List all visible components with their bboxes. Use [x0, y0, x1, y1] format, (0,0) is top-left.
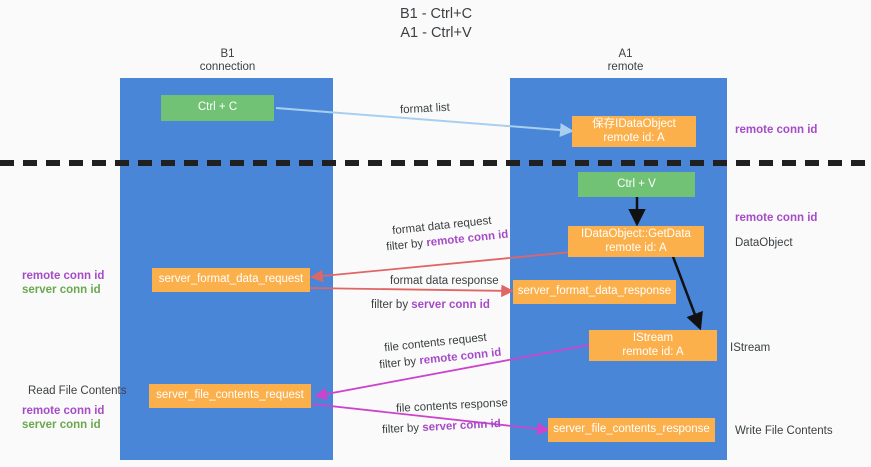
annotation-remote-conn-id-mid-text: remote conn id — [735, 212, 818, 224]
lane-header-a1: A1 remote — [548, 48, 703, 74]
filter-key-server-conn-id: server conn id — [421, 417, 502, 434]
box-server-file-contents-request[interactable]: server_file_contents_request — [149, 384, 311, 408]
annotation-dataobject: DataObject — [735, 236, 793, 250]
annotation-remote-conn-id-mid: remote conn id — [735, 211, 817, 225]
box-istream[interactable]: IStream remote id: A — [589, 330, 717, 361]
box-istream-line-1: IStream — [632, 332, 674, 344]
box-server-format-data-request[interactable]: server_format_data_request — [152, 268, 310, 292]
filter-prefix: filter by — [385, 237, 428, 254]
box-ctrl-v-line-1: Ctrl + V — [617, 177, 656, 190]
edge-label-file-contents-response-text: file contents response — [395, 397, 509, 415]
annotation-server-conn-id-left-bot-text: server conn id — [22, 419, 101, 431]
box-idataobject-getdata-line-1: IDataObject::GetData — [581, 228, 691, 240]
box-ctrl-v[interactable]: Ctrl + V — [578, 172, 695, 197]
box-idataobject-getdata[interactable]: IDataObject::GetData remote id: A — [568, 226, 704, 257]
box-save-idataobject-line-1: 保存IDataObject — [592, 118, 676, 130]
annotation-istream-text: IStream — [730, 342, 771, 354]
diagram-title-line-1: B1 - Ctrl+C — [399, 6, 473, 22]
annotation-remote-conn-id-left-bot-text: remote conn id — [22, 405, 105, 417]
filter-prefix: filter by — [381, 422, 423, 437]
box-server-format-data-response-line-1: server_format_data_response — [517, 285, 672, 298]
diagram-title: B1 - Ctrl+C A1 - Ctrl+V — [336, 5, 536, 43]
annotation-istream: IStream — [730, 341, 770, 355]
annotation-remote-conn-id-left-bot: remote conn id — [22, 404, 104, 418]
lane-header-b1-line-1: B1 — [220, 48, 235, 60]
box-server-format-data-request-line-1: server_format_data_request — [158, 273, 304, 286]
filter-prefix: filter by — [378, 355, 421, 372]
annotation-remote-conn-id-top: remote conn id — [735, 123, 817, 137]
filter-prefix: filter by — [371, 299, 412, 311]
annotation-read-file-contents-text: Read File Contents — [28, 385, 127, 397]
annotation-remote-conn-id-left-mid-text: remote conn id — [22, 270, 105, 282]
box-ctrl-c-line-1: Ctrl + C — [197, 101, 238, 114]
filter-key-server-conn-id: server conn id — [411, 299, 490, 311]
box-server-file-contents-response-line-1: server_file_contents_response — [553, 423, 710, 436]
lane-header-a1-line-2: remote — [607, 61, 644, 73]
box-server-file-contents-response[interactable]: server_file_contents_response — [548, 418, 715, 442]
arrow-format-data-response — [307, 284, 514, 298]
box-server-format-data-response[interactable]: server_format_data_response — [513, 280, 676, 304]
annotation-write-file-contents: Write File Contents — [735, 424, 833, 438]
annotation-remote-conn-id-left-mid: remote conn id — [22, 269, 104, 283]
annotation-read-file-contents: Read File Contents — [28, 384, 126, 398]
edge-label-format-list: format list — [400, 101, 451, 118]
edge-label-format-data-response-text: format data response — [390, 275, 499, 287]
annotation-server-conn-id-left-mid: server conn id — [22, 283, 101, 297]
edge-label-format-data-response: format data response — [390, 274, 499, 288]
box-idataobject-getdata-line-2: remote id: A — [605, 241, 667, 254]
box-istream-line-2: remote id: A — [622, 345, 684, 358]
box-save-idataobject-line-2: remote id: A — [603, 131, 665, 144]
lane-header-a1-line-1: A1 — [618, 48, 633, 60]
edge-label-format-list-text: format list — [399, 101, 451, 117]
annotation-dataobject-text: DataObject — [735, 237, 793, 249]
lane-header-b1-line-2: connection — [199, 61, 256, 73]
annotation-remote-conn-id-top-text: remote conn id — [735, 124, 818, 136]
diagram-title-line-2: A1 - Ctrl+V — [400, 25, 472, 41]
annotation-server-conn-id-left-mid-text: server conn id — [22, 284, 101, 296]
annotation-server-conn-id-left-bot: server conn id — [22, 418, 101, 432]
edge-label-file-contents-response-filter: filter by server conn id — [382, 417, 501, 437]
lane-header-b1: B1 connection — [150, 48, 305, 74]
annotation-write-file-contents-text: Write File Contents — [735, 425, 833, 437]
edge-label-format-data-response-filter: filter by server conn id — [371, 298, 490, 312]
box-save-idataobject[interactable]: 保存IDataObject remote id: A — [572, 116, 696, 147]
box-server-file-contents-request-line-1: server_file_contents_request — [156, 389, 304, 402]
edge-label-file-contents-response: file contents response — [396, 396, 508, 416]
box-ctrl-c[interactable]: Ctrl + C — [161, 95, 274, 121]
